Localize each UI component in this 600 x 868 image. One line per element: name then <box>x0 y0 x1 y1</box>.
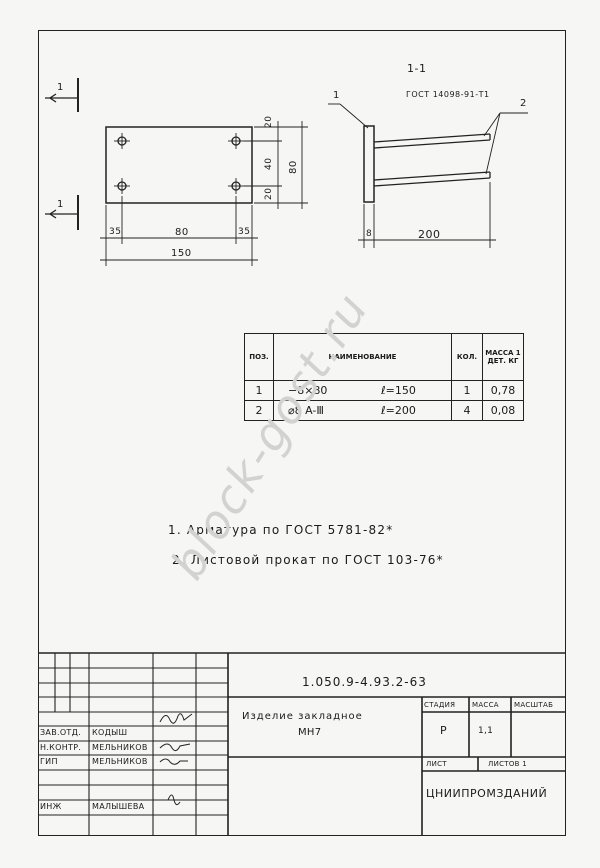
dim-bottom: 20 <box>264 187 274 200</box>
dim-left: 35 <box>109 227 122 237</box>
dim-top: 20 <box>264 115 274 128</box>
person-1: КОДЫШ <box>92 728 128 737</box>
dim-middle: 40 <box>264 157 274 170</box>
view-marker-bottom: 1 <box>57 199 64 210</box>
person-4: МАЛЫШЕВА <box>92 802 145 811</box>
role-3: ГИП <box>40 757 58 766</box>
header-name: НАИМЕНОВАНИЕ <box>273 333 452 381</box>
person-3: МЕЛЬНИКОВ <box>92 757 148 766</box>
note-1: 1. Арматура по ГОСТ 5781-82* <box>168 523 394 537</box>
dim-right: 35 <box>238 227 251 237</box>
table-row: 2 ⌀8 A-Ⅲ ℓ=200 4 0,08 <box>244 400 524 421</box>
doc-code: 1.050.9-4.93.2-63 <box>302 675 427 689</box>
role-4: ИНЖ <box>40 802 62 811</box>
section-label: 1-1 <box>407 62 427 75</box>
stage-value: Р <box>440 724 447 737</box>
mass-value: 1,1 <box>478 726 494 736</box>
callout-1: 1 <box>333 90 340 101</box>
header-pos: ПОЗ. <box>244 333 274 381</box>
dim-plate: 8 <box>366 229 373 239</box>
dim-height: 80 <box>288 160 299 174</box>
title-line2: МН7 <box>298 727 322 738</box>
header-mass: МАССА 1 ДЕТ. КГ <box>482 333 524 381</box>
view-marker-top: 1 <box>57 82 64 93</box>
dim-length: 200 <box>418 228 441 241</box>
org-name: ЦНИИПРОМЗДАНИЙ <box>426 787 548 800</box>
sheet-label: ЛИСТ <box>426 760 447 768</box>
role-2: Н.КОНТР. <box>40 743 82 752</box>
section-standard: ГОСТ 14098-91-Т1 <box>406 90 490 99</box>
signatures <box>159 713 193 806</box>
note-2: 2. Листовой прокат по ГОСТ 103-76* <box>172 553 444 567</box>
person-2: МЕЛЬНИКОВ <box>92 743 148 752</box>
callout-2: 2 <box>520 98 527 109</box>
specification-table: ПОЗ. НАИМЕНОВАНИЕ КОЛ. МАССА 1 ДЕТ. КГ 1… <box>244 333 524 421</box>
dim-total: 150 <box>171 248 192 259</box>
col-scale: МАСШТАБ <box>514 701 554 709</box>
dim-mid: 80 <box>175 227 189 238</box>
col-stage: СТАДИЯ <box>424 701 456 709</box>
table-row: 1 −8×80 ℓ=150 1 0,78 <box>244 380 524 401</box>
role-1: ЗАВ.ОТД. <box>40 728 82 737</box>
title-line1: Изделие закладное <box>242 711 363 722</box>
header-qty: КОЛ. <box>451 333 483 381</box>
col-mass: МАССА <box>472 701 499 709</box>
drawing-sheet <box>38 30 566 836</box>
sheets-label: ЛИСТОВ 1 <box>488 760 528 768</box>
